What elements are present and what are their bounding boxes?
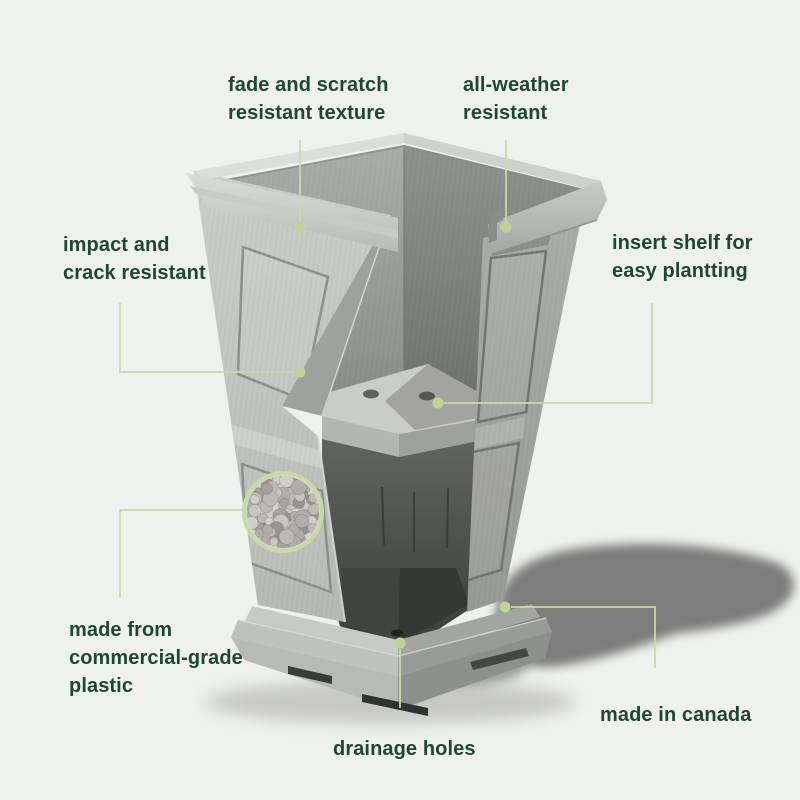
shelf-hole [419, 391, 435, 401]
pebble [307, 502, 319, 516]
pebble [248, 504, 262, 518]
right-face-texture [467, 215, 582, 612]
leader-dot-fade-scratch [294, 221, 306, 233]
label-line: resistant texture [228, 102, 386, 124]
right-outer-wall [467, 215, 582, 612]
inner-rim-lip [209, 144, 587, 192]
leader-line-made-from [119, 509, 246, 597]
pebble [260, 482, 273, 495]
leader-dot-insert-shelf [432, 397, 444, 409]
drainage-slot [381, 486, 385, 546]
base-step2-left [231, 620, 398, 676]
callout-label-fade-scratch: fade and scratch resistant texture [228, 71, 389, 127]
base-foot-slot [288, 666, 332, 684]
leader-dot-all-weather [500, 221, 512, 233]
callout-label-made-in-canada: made in canada [600, 701, 751, 729]
crown-molding [186, 133, 607, 255]
rim-top-left [194, 133, 404, 180]
cast-shadow-right [494, 543, 795, 668]
planter [186, 133, 607, 716]
pebble [278, 528, 295, 545]
leader-dot-impact-crack [294, 366, 306, 378]
label-line: all-weather [463, 74, 569, 96]
callout-label-made-from: made from commercial-grade plastic [69, 616, 243, 700]
drainage-slot [446, 487, 449, 549]
leader-line-insert-shelf [444, 303, 653, 404]
label-line: fade and scratch [228, 74, 389, 96]
pebble [262, 524, 273, 535]
label-line: made in canada [600, 704, 752, 726]
cavity-floor-shadow [398, 568, 469, 645]
leader-dot-drainage-holes [394, 637, 406, 649]
molding-left-step [190, 186, 398, 238]
base-foot-slot [470, 648, 529, 670]
callout-label-impact-crack: impact and crack resistant [63, 231, 206, 287]
label-line: drainage holes [333, 738, 476, 760]
molding-right-seam [491, 219, 598, 255]
molding-right [488, 181, 607, 254]
leader-dot-made-in-canada [499, 601, 511, 613]
pebbles [247, 476, 319, 548]
drainage-pebbles-detail [242, 471, 324, 553]
label-line: insert shelf for [612, 232, 753, 254]
base-foot-slot [362, 694, 428, 716]
insert-shelf [322, 364, 478, 457]
shelf-hole [363, 389, 379, 399]
label-line: made from [69, 619, 173, 641]
molding-cut-notch [489, 208, 503, 243]
callout-label-insert-shelf: insert shelf for easy plantting [612, 229, 753, 285]
shelf-front-edge-right [399, 420, 478, 457]
label-line: commercial-grade [69, 647, 243, 669]
pebble [249, 494, 260, 505]
label-line: resistant [463, 102, 548, 124]
pebble [279, 497, 290, 508]
lower-cut-edge-highlight [317, 435, 346, 623]
rim-top-right [404, 133, 601, 190]
shelf-front-edge-left [322, 416, 399, 457]
label-line: crack resistant [63, 262, 206, 284]
pebble [269, 537, 279, 547]
left-wall-inner-face [282, 213, 390, 416]
label-line: plastic [69, 675, 134, 697]
callout-label-all-weather: all-weather resistant [463, 71, 569, 127]
left-face-texture [194, 171, 390, 622]
label-line: easy plantting [612, 260, 748, 282]
leader-line-impact-crack [119, 303, 295, 373]
label-line: impact and [63, 234, 170, 256]
callout-label-drainage-holes: drainage holes [333, 735, 476, 763]
pebble [294, 513, 309, 529]
left-cut-edge-highlight [321, 214, 391, 417]
base-step1-right [398, 604, 540, 658]
base-step2-right [398, 618, 552, 676]
drainage-hole [391, 629, 403, 637]
leader-dots [294, 221, 512, 649]
pebble [254, 528, 264, 538]
base-step-highlight [237, 617, 547, 657]
leader-lines [119, 140, 656, 708]
leader-line-made-in-canada [511, 606, 656, 668]
base-step1-left [245, 606, 398, 658]
base-plinth [231, 604, 552, 716]
